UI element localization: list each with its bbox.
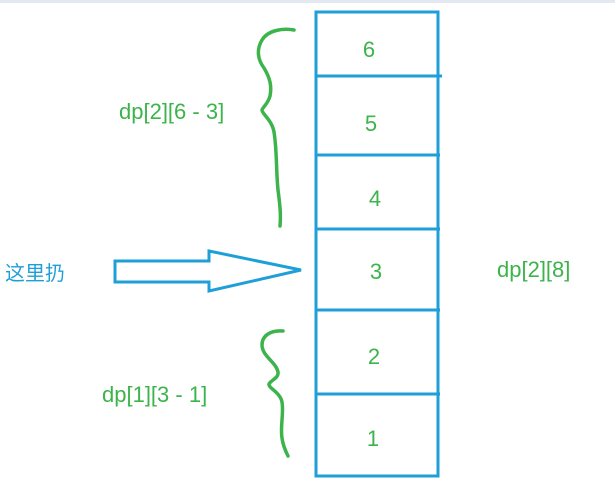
stack-cell-4: 4 bbox=[369, 186, 381, 211]
top-border-line bbox=[0, 0, 615, 3]
right-label: dp[2][8] bbox=[497, 257, 570, 282]
lower-brace-label: dp[1][3 - 1] bbox=[102, 382, 207, 407]
stack-outline bbox=[314, 10, 440, 478]
stack-cell-3: 3 bbox=[370, 259, 382, 284]
lower-brace bbox=[260, 329, 290, 458]
stack-cell-1: 1 bbox=[367, 426, 379, 451]
stack-cell-2: 2 bbox=[368, 344, 380, 369]
upper-brace bbox=[256, 27, 296, 228]
stack-cell-6: 6 bbox=[363, 37, 375, 62]
arrow-label: 这里扔 bbox=[5, 261, 65, 285]
stack-cell-5: 5 bbox=[365, 111, 377, 136]
upper-brace-label: dp[2][6 - 3] bbox=[119, 99, 224, 124]
right-arrow-icon bbox=[113, 249, 302, 293]
